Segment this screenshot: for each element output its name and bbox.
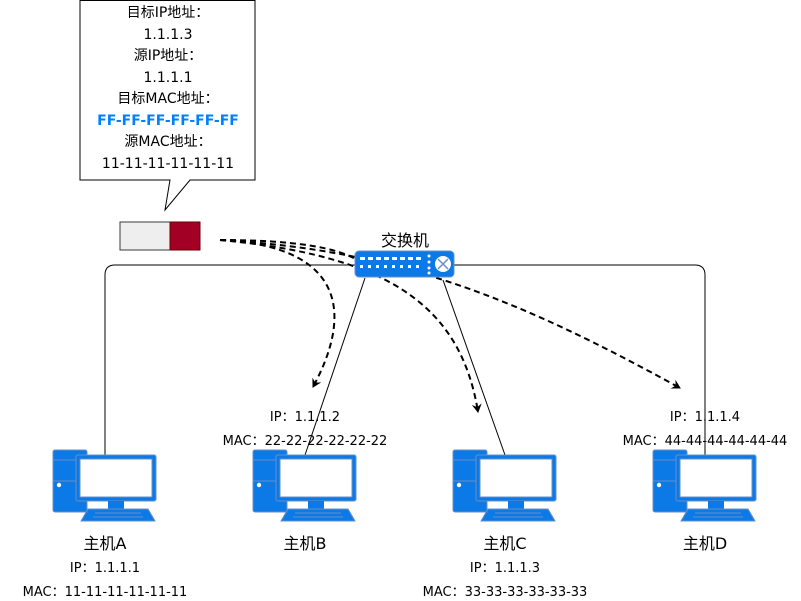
host-c-computer-icon <box>452 449 557 522</box>
dst-mac-label: 目标MAC地址： <box>117 91 219 107</box>
host-d-computer-icon <box>652 449 757 522</box>
callout-bubble <box>79 0 256 212</box>
host-c-mac: MAC：33-33-33-33-33-33 <box>422 585 588 600</box>
dst-mac-value: FF-FF-FF-FF-FF-FF <box>97 112 239 129</box>
host-a-mac: MAC：11-11-11-11-11-11 <box>22 585 188 600</box>
host-c-ip: IP：1.1.1.3 <box>469 561 541 576</box>
host-b-computer-icon <box>252 449 357 522</box>
host-d-name: 主机D <box>682 534 728 553</box>
dst-ip-value: 1.1.1.3 <box>143 26 193 43</box>
src-ip-value: 1.1.1.1 <box>143 69 193 86</box>
host-b-ip: IP：1.1.1.2 <box>269 410 341 425</box>
network-links <box>104 264 706 456</box>
arp-packet-callout: 目标IP地址： 1.1.1.3 源IP地址： 1.1.1.1 目标MAC地址： … <box>80 0 256 175</box>
host-b-mac: MAC：22-22-22-22-22-22 <box>222 434 388 449</box>
host-a-name: 主机A <box>83 534 127 553</box>
host-c-name: 主机C <box>483 534 527 553</box>
src-mac-label: 源MAC地址： <box>124 134 212 150</box>
switch-icon <box>354 250 455 278</box>
host-d-mac: MAC：44-44-44-44-44-44 <box>622 434 788 449</box>
host-d-ip: IP：1.1.1.4 <box>669 410 741 425</box>
host-a-ip: IP：1.1.1.1 <box>69 561 141 576</box>
host-b-name: 主机B <box>283 534 327 553</box>
packet-icon <box>119 221 201 251</box>
dst-ip-label: 目标IP地址： <box>126 5 210 21</box>
switch-label: 交换机 <box>380 231 430 250</box>
host-a-computer-icon <box>52 449 157 522</box>
src-ip-label: 源IP地址： <box>133 48 203 64</box>
src-mac-value: 11-11-11-11-11-11 <box>101 155 235 172</box>
broadcast-arrows <box>219 239 681 413</box>
